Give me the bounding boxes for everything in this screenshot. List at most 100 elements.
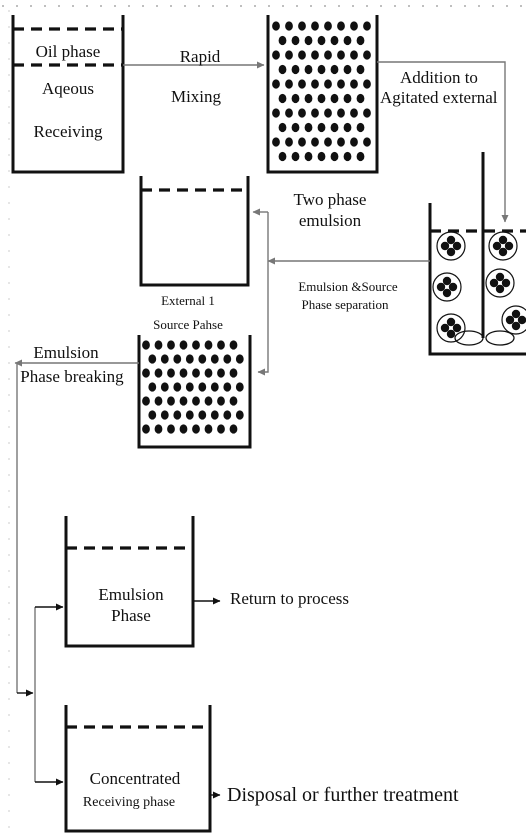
droplet (210, 354, 219, 364)
label-external-1: External 1 (161, 293, 215, 308)
label-addition-to: Addition to (400, 68, 478, 87)
droplet (311, 21, 319, 31)
droplet (363, 108, 371, 118)
droplet (356, 122, 365, 133)
droplet (291, 93, 300, 104)
label-receiving: Receiving (34, 122, 103, 141)
droplet (298, 50, 306, 60)
droplet (204, 396, 213, 406)
emulsion-droplets (272, 21, 371, 162)
droplet (343, 93, 352, 104)
droplet (363, 137, 371, 147)
droplet (311, 108, 319, 118)
tank-concentrated: Concentrated Receiving phase (64, 705, 212, 833)
droplet (337, 137, 345, 147)
droplet (285, 50, 293, 60)
droplet (298, 108, 306, 118)
label-oil-phase: Oil phase (36, 42, 101, 61)
droplet (217, 368, 225, 378)
droplet (317, 93, 326, 104)
tank-agitated-outline (428, 203, 526, 356)
tank-oil-aqueous: Oil phase Aqeous Receiving (11, 15, 125, 174)
label-emulsion: emulsion (299, 211, 362, 230)
droplet (229, 340, 238, 350)
droplet (330, 93, 339, 104)
droplet (185, 354, 194, 364)
stirrer-blade-right (485, 330, 515, 346)
droplet (278, 64, 287, 75)
tank-emulsion-phase-outline (64, 516, 195, 648)
droplet (350, 137, 358, 147)
emulsion-globules (432, 231, 526, 343)
droplet (142, 368, 150, 378)
droplet (324, 79, 332, 89)
label-mixing: Mixing (171, 87, 222, 106)
globule (432, 272, 462, 302)
droplet (350, 21, 358, 31)
droplet (235, 354, 244, 364)
label-emulsion-phase-1: Emulsion (98, 585, 164, 604)
droplet (324, 137, 332, 147)
droplet (291, 122, 300, 133)
tank-emulsion-phase: Emulsion Phase (64, 516, 195, 648)
droplet (192, 340, 200, 350)
droplet (278, 35, 287, 46)
droplet (337, 79, 345, 89)
droplet (154, 368, 163, 378)
droplet (204, 424, 213, 434)
droplet (350, 108, 358, 118)
droplet (356, 64, 365, 75)
droplet (356, 35, 365, 46)
droplet (330, 151, 339, 162)
droplet (272, 137, 280, 147)
droplet (337, 50, 345, 60)
droplet (363, 21, 371, 31)
emulsion-droplets-2 (142, 340, 244, 434)
droplet (330, 122, 339, 133)
droplet (235, 382, 244, 392)
globule (488, 231, 518, 261)
droplet (304, 93, 313, 104)
droplet (285, 108, 293, 118)
droplet (278, 151, 287, 162)
droplet (298, 79, 306, 89)
droplet (229, 424, 238, 434)
droplet (223, 410, 232, 420)
droplet (217, 396, 225, 406)
tank-agitated-mixer (428, 152, 526, 356)
droplet (173, 382, 182, 392)
droplet (291, 35, 300, 46)
droplet (311, 79, 319, 89)
label-return-to-process: Return to process (230, 589, 349, 608)
arrow-addition-to-agitated (377, 61, 509, 223)
droplet (330, 64, 339, 75)
droplet (350, 79, 358, 89)
label-aqueous: Aqeous (42, 79, 94, 98)
droplet (343, 122, 352, 133)
droplet (160, 410, 169, 420)
droplet (223, 382, 232, 392)
droplet (291, 64, 300, 75)
droplet (198, 410, 207, 420)
droplet (304, 122, 313, 133)
droplet (337, 108, 345, 118)
droplet (363, 79, 371, 89)
droplet (192, 396, 200, 406)
tank-two-phase-emulsion: Two phase emulsion (266, 15, 379, 230)
globule (436, 231, 466, 261)
droplet (350, 50, 358, 60)
droplet (192, 424, 200, 434)
droplet (272, 21, 280, 31)
droplet (304, 35, 313, 46)
globule (501, 305, 526, 335)
droplet (185, 410, 194, 420)
label-phase-separation: Phase separation (301, 297, 389, 312)
droplet (278, 122, 287, 133)
globule (485, 268, 515, 298)
droplet (217, 424, 225, 434)
droplet (167, 396, 175, 406)
droplet (167, 368, 175, 378)
droplet (154, 424, 163, 434)
label-emulsion-breaking-1: Emulsion (33, 343, 99, 362)
